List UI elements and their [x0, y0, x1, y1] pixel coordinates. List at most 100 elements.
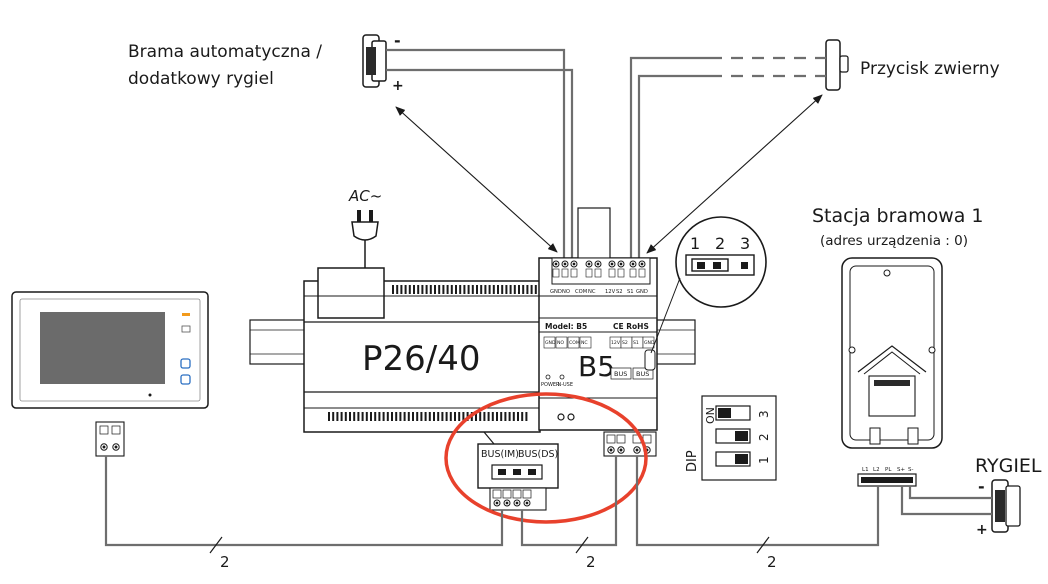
bus-im-label: BUS(IM) [481, 449, 519, 460]
b5-jumper-slot [644, 349, 656, 371]
b5-front-terminal-6: S2 [622, 340, 628, 346]
psu-vents-top [392, 285, 537, 294]
wire-count-2: 2 [586, 553, 596, 571]
b5-front-terminal-3: COM [569, 340, 580, 346]
wire-monitor-bus-1 [104, 456, 504, 547]
psu-top-block [317, 267, 385, 319]
gate-lock-device: - + [362, 31, 404, 94]
b5-name-label: B5 [578, 350, 615, 383]
wire-count-1: 2 [220, 553, 230, 571]
lock-minus: - [978, 477, 985, 496]
wire-lock-2 [908, 486, 992, 500]
dip-switch: ON DIP 3 2 1 [685, 395, 777, 481]
station-address: (adres urządzenia : 0) [820, 233, 968, 249]
b5-top-screws [552, 260, 646, 278]
psu-bus-screws [492, 489, 532, 507]
wire-monitor-bus-2 [114, 456, 494, 540]
b5-top-terminal-7: S1 [627, 289, 634, 295]
gate-plus: + [392, 78, 404, 94]
dip-number-2: 2 [757, 433, 771, 441]
gate-label-line-1: Brama automatyczna / [128, 42, 322, 62]
ac-plug-icon [351, 210, 379, 270]
b5-top-terminal-5: 12V [605, 289, 616, 295]
monitor-screen [40, 312, 165, 384]
gate-lock-bolt [366, 47, 376, 75]
b5-power-led: POWER [541, 382, 560, 388]
b5-top-terminal-6: S2 [616, 289, 623, 295]
station-terminal-4: S+ [897, 467, 905, 473]
psu-vents-bottom [328, 412, 528, 421]
psu-model-label: P26/40 [362, 339, 481, 379]
b5-top-terminal-2: NO [562, 289, 570, 295]
gate-minus: - [394, 31, 401, 50]
b5-front-terminal-5: 12V [611, 340, 621, 346]
jumper-number-1: 1 [690, 234, 700, 253]
exit-button-device: Przycisk zwierny [825, 39, 1000, 91]
wire-gate-minus [386, 48, 566, 262]
gate-label-line-2: dodatkowy rygiel [128, 69, 274, 89]
b5-top-terminal-8: GND [636, 289, 648, 295]
b5-top-terminal-1: GND [550, 289, 562, 295]
wire-bus-station [635, 456, 880, 547]
bus-highlight-ellipse [444, 392, 648, 524]
bus-ds-label: BUS(DS) [518, 449, 558, 460]
exit-button-label: Przycisk zwierny [860, 59, 1000, 79]
b5-bus-terminal [603, 431, 657, 457]
ac-label: AC~ [348, 187, 382, 205]
b5-front-terminal-7: S1 [633, 340, 639, 346]
b5-front-terminal-8: GND [644, 340, 655, 346]
monitor-terminal-screws [99, 425, 121, 451]
door-station: Stacja bramowa 1 (adres urządzenia : 0) [812, 205, 984, 449]
b5-bus-label-2: BUS [636, 370, 649, 378]
psu-bus-connector: BUS(IM) BUS(DS) [477, 431, 559, 511]
station-terminal-2: L2 [873, 467, 880, 473]
lock-plus: + [976, 522, 988, 538]
station-terminal-3: PL [885, 467, 892, 473]
exit-button-knob [839, 55, 849, 73]
b5-inuse-led: IN-USE [556, 382, 573, 388]
gate-arrow [395, 106, 558, 253]
b5-front-terminal-1: GND [545, 340, 556, 346]
b5-front-terminal-2: NO [557, 340, 564, 346]
wire-count-3: 2 [767, 553, 777, 571]
jumper-number-2: 2 [715, 234, 725, 253]
b5-model-label: Model: B5 [545, 322, 587, 331]
wire-button-1 [629, 56, 710, 262]
station-title: Stacja bramowa 1 [812, 205, 984, 227]
b5-front-terminal-4: NC [581, 340, 588, 346]
wire-bus-b5 [520, 456, 618, 547]
dip-number-3: 3 [757, 410, 771, 418]
jumper-zoom: 1 2 3 [650, 216, 767, 354]
gate-label: Brama automatyczna / dodatkowy rygiel [128, 42, 322, 89]
exit-button-body [825, 39, 841, 91]
jumper-number-3: 3 [740, 234, 750, 253]
wire-lock-1 [900, 486, 992, 516]
dip-on-label: ON [704, 407, 717, 424]
b5-top-terminal-4: NC [588, 289, 596, 295]
monitor-unlock-icon [180, 358, 191, 369]
b5-jumper-wire [577, 207, 611, 259]
station-terminal: L1 L2 PL S+S- [857, 467, 917, 487]
monitor-talk-icon [180, 374, 191, 385]
power-supply: P26/40 [303, 267, 541, 433]
b5-bus-screws [606, 434, 652, 454]
button-arrow [646, 94, 823, 254]
wire-button-2 [637, 74, 710, 262]
lock-label: RYGIEL [975, 455, 1042, 477]
b5-bus-label-1: BUS [614, 370, 627, 378]
station-terminal-1: L1 [862, 467, 869, 473]
station-terminal-5: S- [908, 467, 913, 473]
wire-gate-plus [386, 68, 574, 262]
monitor-message-icon [181, 325, 191, 333]
dip-label: DIP [685, 450, 700, 472]
lock-device: RYGIEL - + [975, 455, 1042, 538]
monitor [11, 291, 209, 409]
b5-top-terminal-3: COM [575, 289, 587, 295]
monitor-terminal [95, 421, 125, 457]
dip-number-1: 1 [757, 456, 771, 464]
monitor-led [182, 313, 190, 316]
b5-cert-label: CE RoHS [613, 322, 649, 331]
